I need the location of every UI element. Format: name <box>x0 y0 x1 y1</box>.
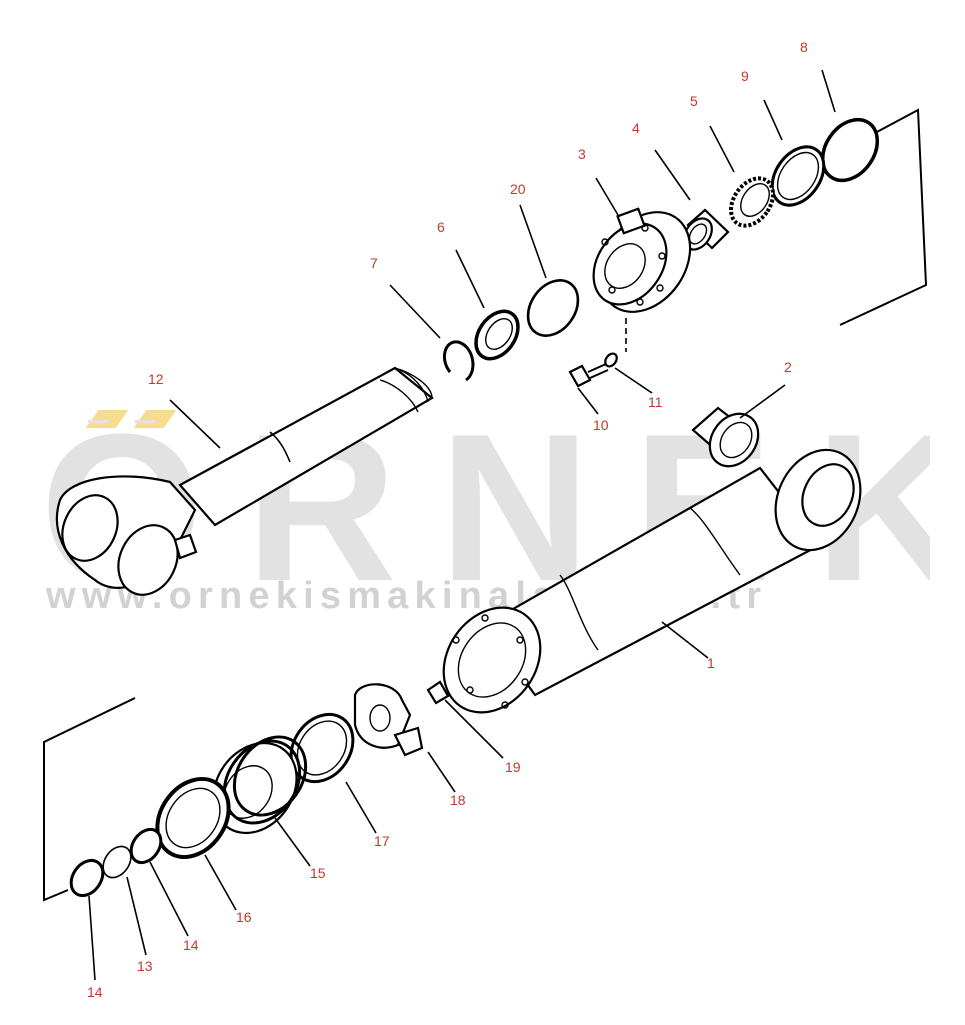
leader-10 <box>577 387 599 415</box>
part-5-rod-seal <box>729 176 775 228</box>
part-12-piston-rod <box>55 366 434 596</box>
callout-15: 15 <box>310 865 326 881</box>
leader-3 <box>595 177 619 216</box>
callout-19: 19 <box>505 759 521 775</box>
callout-10: 10 <box>593 417 609 433</box>
callout-14-upper: 14 <box>183 937 199 953</box>
part-13-o-ring <box>102 845 132 879</box>
leader-7 <box>389 284 441 339</box>
callout-17: 17 <box>374 833 390 849</box>
leader-11 <box>614 367 653 394</box>
callout-3: 3 <box>578 146 586 162</box>
callout-14-lower: 14 <box>87 984 103 1000</box>
leader-16 <box>204 854 237 911</box>
part-19-bolt <box>426 680 450 705</box>
leader-20 <box>519 204 547 279</box>
leader-4 <box>654 149 691 201</box>
part-15-piston <box>212 735 308 835</box>
callout-7: 7 <box>370 255 378 271</box>
part-1-cylinder-tube <box>442 448 862 714</box>
leader-18 <box>427 751 456 793</box>
leader-14a <box>149 861 189 937</box>
part-7-circlip <box>442 340 475 382</box>
part-9-backup-ring <box>770 145 826 207</box>
part-2-bushing <box>691 406 760 468</box>
leader-17 <box>345 781 377 834</box>
callout-16: 16 <box>236 909 252 925</box>
callout-12: 12 <box>148 371 164 387</box>
callout-13: 13 <box>137 958 153 974</box>
leader-12 <box>169 399 221 449</box>
part-4-bushing <box>683 208 730 251</box>
callout-6: 6 <box>437 219 445 235</box>
leader-19 <box>444 699 504 759</box>
part-6-seal <box>474 309 520 361</box>
part-16-piston-seal <box>155 777 231 859</box>
leader-8 <box>821 69 836 113</box>
leader-6 <box>455 249 485 309</box>
part-11-washer <box>604 352 618 368</box>
leader-15 <box>274 817 311 867</box>
part-18-split-ring <box>353 683 424 757</box>
lower-group-bracket <box>43 697 136 902</box>
part-3-cylinder-head <box>592 207 692 313</box>
part-14-ring-lower <box>69 858 105 898</box>
part-20-snap-ring <box>526 279 580 337</box>
callout-8: 8 <box>800 39 808 55</box>
leader-13 <box>126 876 147 956</box>
leader-2 <box>739 384 786 419</box>
callout-9: 9 <box>741 68 749 84</box>
leader-14b <box>88 895 96 981</box>
callout-5: 5 <box>690 93 698 109</box>
callout-18: 18 <box>450 792 466 808</box>
part-8-o-ring <box>820 117 880 183</box>
leader-1 <box>661 621 709 659</box>
part-10-bolt <box>568 363 609 388</box>
part-14-ring-upper <box>129 827 163 865</box>
leader-5 <box>709 125 735 173</box>
upper-group-bracket <box>839 108 928 326</box>
callout-11: 11 <box>648 394 663 410</box>
leader-9 <box>763 99 783 141</box>
callout-4: 4 <box>632 120 640 136</box>
callout-2: 2 <box>784 359 792 375</box>
callout-20: 20 <box>510 181 526 197</box>
callout-1: 1 <box>707 655 715 671</box>
